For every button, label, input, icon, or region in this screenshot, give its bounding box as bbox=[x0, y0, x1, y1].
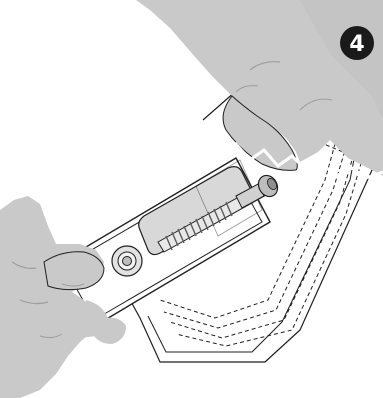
gloved-right-hand-icon bbox=[136, 0, 383, 178]
step-number: 4 bbox=[349, 32, 364, 57]
step-number-badge-icon: 4 bbox=[340, 26, 374, 60]
